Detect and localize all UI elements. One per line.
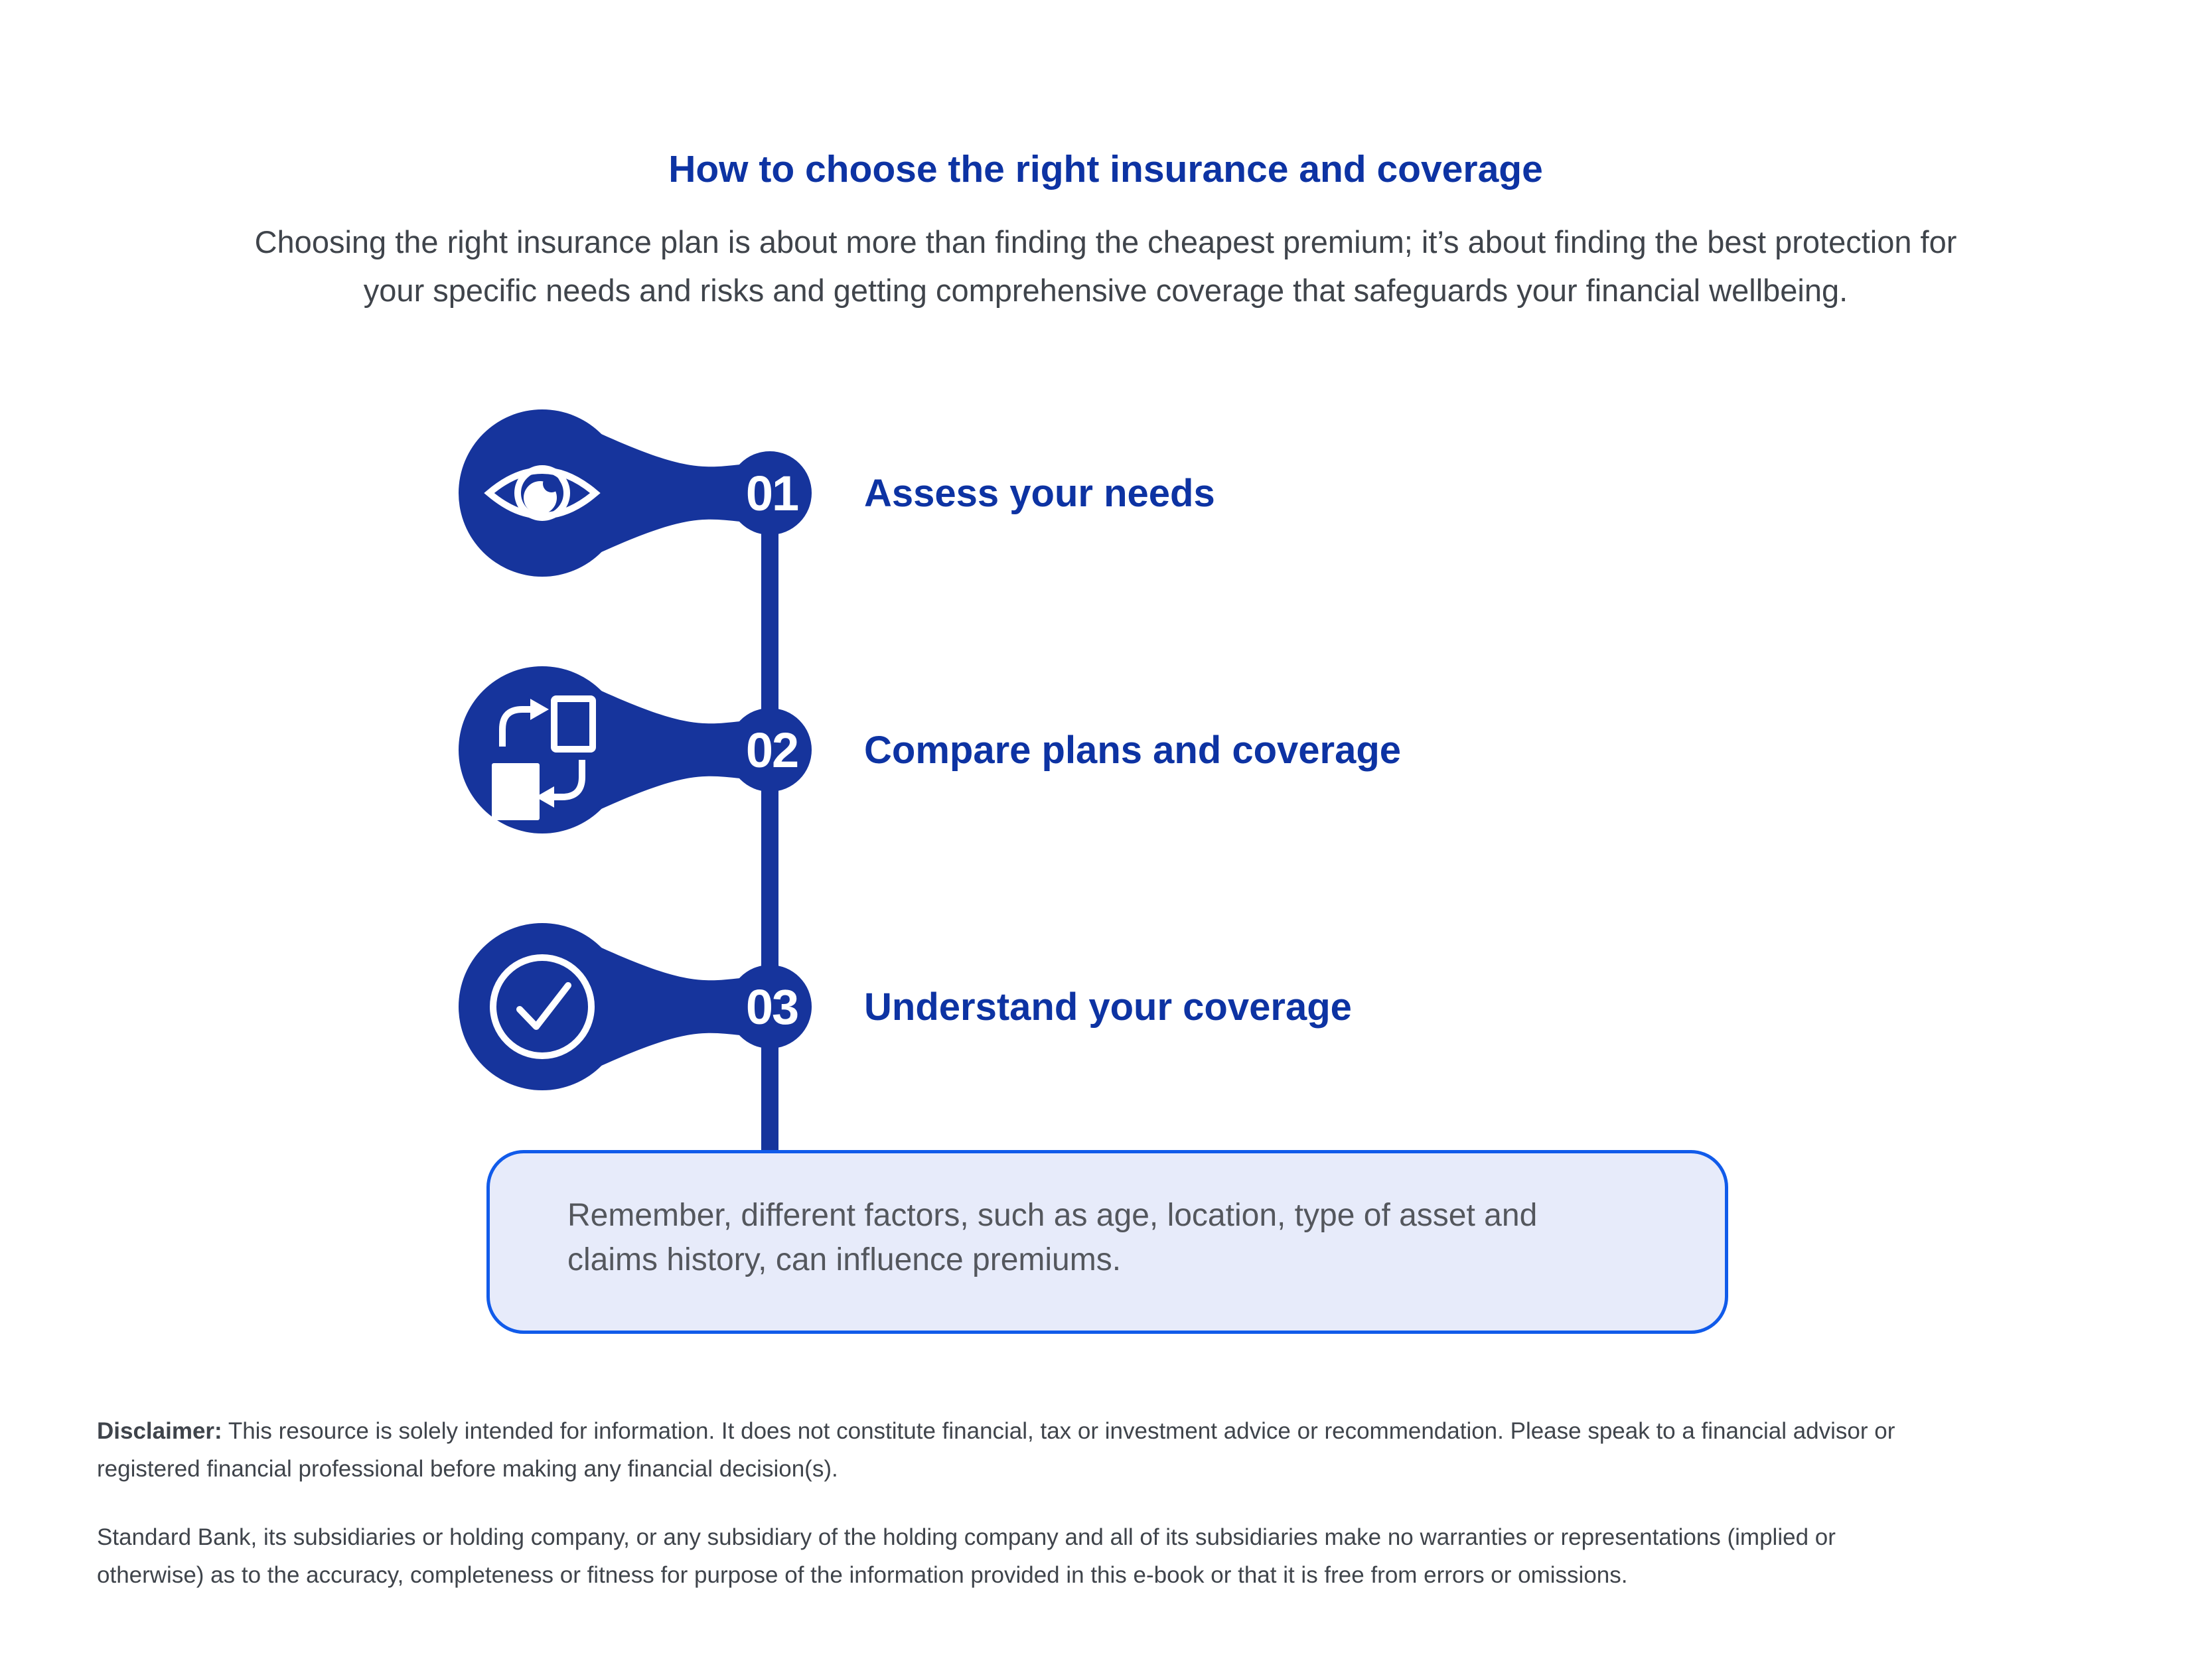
callout-box: Remember, different factors, such as age… [486,1150,1728,1334]
step-label-compare-plans: Compare plans and coverage [864,728,1402,772]
step-number-1: 01 [745,465,799,521]
disclaimer-paragraph-1: Disclaimer: This resource is solely inte… [97,1412,2128,1488]
callout-text: Remember, different factors, such as age… [567,1198,1538,1277]
check-circle-icon [490,954,595,1059]
disclaimer-text-1: This resource is solely intended for inf… [97,1418,1895,1482]
disclaimer-paragraph-2: Standard Bank, its subsidiaries or holdi… [97,1524,1836,1588]
step-label-understand-coverage: Understand your coverage [864,985,1352,1029]
swap-icon [492,695,596,820]
step-1-blob [459,409,812,577]
step-number-3: 03 [745,979,799,1035]
step-number-2: 02 [745,722,799,778]
step-2-blob [459,666,812,833]
disclaimer-section: Disclaimer: This resource is solely inte… [97,1412,2128,1594]
step-label-assess-your-needs: Assess your needs [864,471,1215,515]
page-subtitle: Choosing the right insurance plan is abo… [254,224,1957,308]
eye-icon [484,465,601,521]
page-title: How to choose the right insurance and co… [668,148,1543,190]
step-3-blob [459,923,812,1090]
disclaimer-label: Disclaimer: [97,1418,222,1444]
